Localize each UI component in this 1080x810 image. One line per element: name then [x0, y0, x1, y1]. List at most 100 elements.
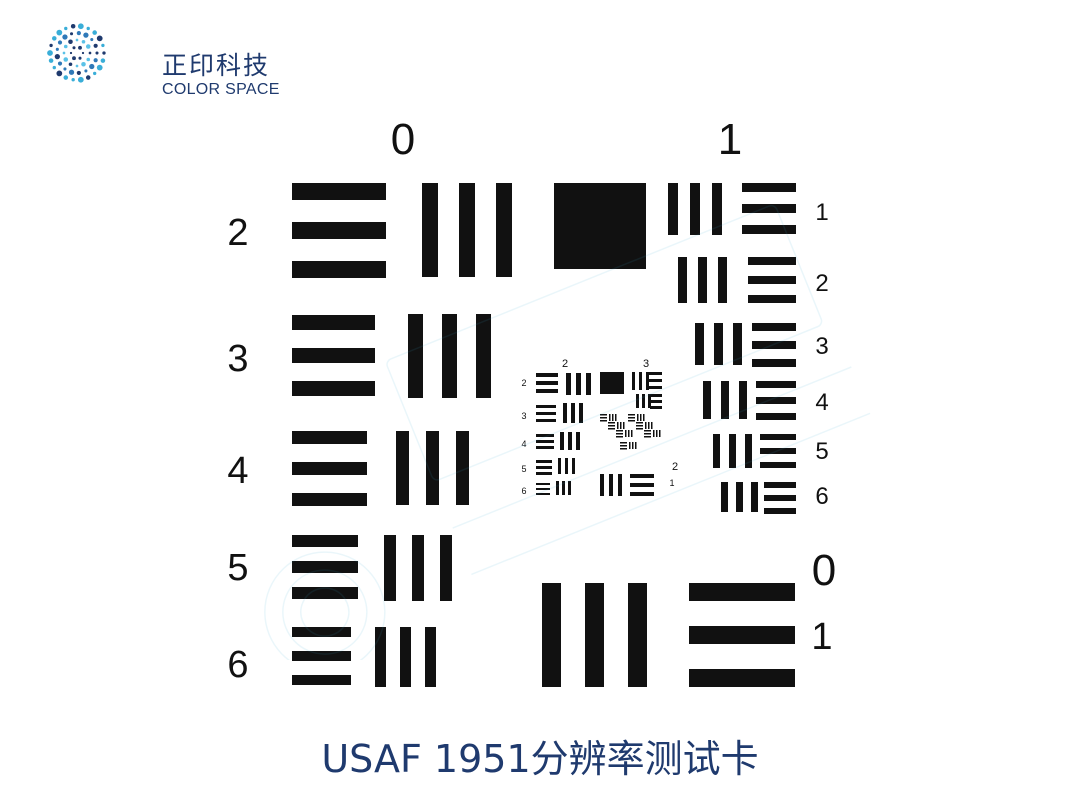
in-micro-6-hbar-1	[620, 445, 627, 447]
resolution-bar-groups	[292, 183, 796, 687]
lg0-e1-vbar-0	[542, 583, 561, 687]
g1-e3-vbar-0	[695, 323, 704, 365]
in-micro-3-hbar-0	[628, 414, 635, 416]
in-square	[600, 372, 624, 394]
element-label-right-6: 6	[815, 483, 828, 510]
logo-dot-52	[78, 56, 82, 60]
g1-reference-square	[554, 183, 646, 269]
element-label-left-4: 4	[227, 450, 248, 492]
logo-dot-15	[64, 26, 68, 31]
g1-e4-vbar-2	[739, 381, 747, 419]
caption-title: USAF 1951分辨率测试卡	[321, 737, 759, 781]
inner-element-label-5: 5	[521, 464, 526, 474]
g1-e3-vbar-1	[714, 323, 723, 365]
logo-dot-50	[85, 44, 91, 49]
in-micro-3-vbar-1	[640, 414, 642, 421]
logo-dot-2	[96, 64, 103, 71]
g0-e3-hbar-0	[292, 315, 375, 330]
g0-e6-hbar-0	[292, 627, 351, 637]
in-micro-6-vbar-1	[632, 442, 634, 449]
g0-e4-vbar-0	[396, 431, 409, 505]
logo-dot-35	[76, 31, 81, 36]
g0-e6-hbar-1	[292, 651, 351, 661]
in-e5-vbar-1	[565, 458, 568, 474]
logo-dot-4	[85, 75, 91, 80]
g1-e4-vbar-1	[721, 381, 729, 419]
g1-e2-hbar-0	[748, 257, 796, 265]
in-g3-e1-vbar-2	[646, 372, 649, 390]
logo-dot-48	[75, 38, 79, 42]
logo-dot-38	[93, 43, 98, 48]
logo-dot-44	[63, 57, 69, 62]
g1-e4-vbar-0	[703, 381, 711, 419]
lower-group-label-0: 0	[812, 546, 836, 595]
g0-e5-hbar-0	[292, 535, 358, 547]
g0-e2-vbar-1	[459, 183, 475, 277]
in-lower-e1-hbar-0	[630, 474, 654, 478]
in-e4-vbar-0	[560, 432, 564, 450]
lg1-e1-hbar-0	[689, 583, 795, 601]
logo-dot-30	[54, 54, 60, 60]
g0-e5-hbar-1	[292, 561, 358, 573]
g0-e3-vbar-1	[442, 314, 457, 398]
in-g3-e2-hbar-0	[650, 394, 662, 397]
lower-group-label-1: 1	[811, 616, 832, 658]
g1-e5-vbar-2	[745, 434, 752, 468]
logo-dot-27	[68, 69, 75, 75]
g0-e4-hbar-1	[292, 462, 367, 475]
in-micro-6-hbar-0	[620, 442, 627, 444]
in-micro-4-hbar-1	[636, 425, 643, 427]
element-label-right-3: 3	[815, 333, 828, 360]
in-e4-vbar-1	[568, 432, 572, 450]
in-g3-e1-hbar-2	[648, 386, 662, 389]
in-micro-5-vbar-1	[656, 430, 658, 437]
in-e6-vbar-2	[568, 481, 571, 495]
in-micro-6-vbar-0	[629, 442, 631, 449]
logo-dot-36	[83, 32, 89, 38]
in-micro-2-hbar-2	[616, 436, 623, 438]
g0-e6-vbar-0	[375, 627, 386, 687]
g1-e2-vbar-1	[698, 257, 707, 303]
in-e5-hbar-2	[536, 472, 552, 475]
in-micro-1-hbar-0	[608, 422, 615, 424]
usaf-1951-resolution-target: 0 1 2 3 4 5 6 1 2 3 4 5 6 0 1 2 3 2 3 4 …	[227, 115, 836, 687]
g1-e1-vbar-0	[668, 183, 678, 235]
color-space-logo-icon	[47, 23, 106, 83]
g0-e3-vbar-0	[408, 314, 423, 398]
logo-dot-25	[84, 69, 88, 73]
logo-dot-42	[75, 64, 79, 68]
in-e3-hbar-2	[536, 419, 556, 422]
inner-element-label-6: 6	[521, 486, 526, 496]
in-g3-e2-hbar-2	[650, 406, 662, 409]
g1-e5-vbar-1	[729, 434, 736, 468]
g1-e3-vbar-2	[733, 323, 742, 365]
g1-e2-vbar-0	[678, 257, 687, 303]
logo-dot-11	[47, 50, 53, 56]
in-e5-hbar-0	[536, 460, 552, 463]
in-g3-e2-vbar-2	[648, 394, 651, 408]
in-micro-4-vbar-1	[648, 422, 650, 429]
g0-e6-vbar-2	[425, 627, 436, 687]
in-e2-vbar-2	[586, 373, 591, 395]
g0-e2-hbar-2	[292, 261, 386, 278]
g1-e1-hbar-1	[742, 204, 796, 213]
in-micro-5-hbar-1	[644, 433, 651, 435]
in-micro-0-hbar-1	[600, 417, 607, 419]
logo-dot-9	[52, 65, 56, 70]
logo-dot-41	[81, 61, 86, 67]
logo-dot-22	[95, 51, 99, 55]
g1-e1-vbar-2	[712, 183, 722, 235]
element-label-right-5: 5	[815, 438, 828, 465]
logo-dot-10	[48, 58, 54, 63]
group-label-0: 0	[391, 115, 415, 164]
inner-element-label-right-1: 1	[669, 478, 674, 488]
logo-dot-33	[62, 34, 68, 40]
in-g3-e2-vbar-1	[642, 394, 645, 408]
logo-dot-39	[88, 51, 92, 55]
g0-e2-vbar-0	[422, 183, 438, 277]
company-logo: 正印科技 COLOR SPACE	[44, 22, 279, 98]
g1-e2-vbar-2	[718, 257, 727, 303]
logo-dot-8	[56, 70, 63, 77]
element-label-right-4: 4	[815, 389, 828, 416]
lg1-e1-hbar-1	[689, 626, 795, 644]
